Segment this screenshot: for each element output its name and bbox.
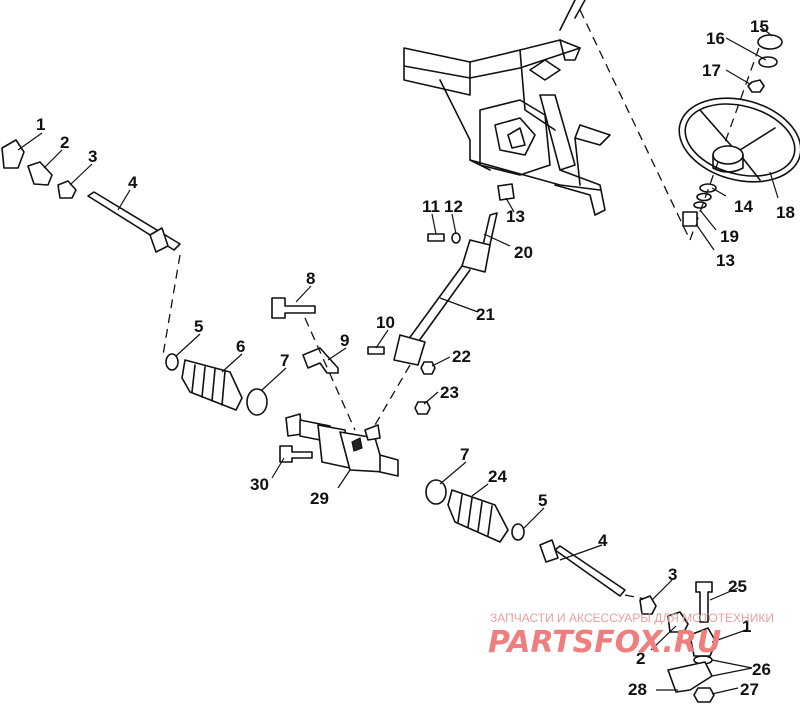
part-10-bolt xyxy=(367,346,385,355)
part-13-bushing-right xyxy=(682,211,698,227)
watermark-logo: PARTSFOX.RU xyxy=(488,625,721,660)
callout-24: 24 xyxy=(488,467,507,486)
callout-20: 20 xyxy=(514,243,533,262)
callout-10: 10 xyxy=(376,313,395,332)
callout-26: 26 xyxy=(752,660,771,679)
callout-17: 17 xyxy=(702,61,721,80)
callout-7-right: 7 xyxy=(460,445,469,464)
part-1-tie-rod-end-left xyxy=(1,139,25,169)
callout-4-right: 4 xyxy=(598,531,608,550)
callout-4: 4 xyxy=(128,173,138,192)
callout-6: 6 xyxy=(236,337,245,356)
part-11-bolt xyxy=(427,233,445,242)
part-17-nut xyxy=(747,79,765,93)
callout-7: 7 xyxy=(280,351,289,370)
steering-shaft xyxy=(393,212,498,366)
callout-16: 16 xyxy=(706,29,725,48)
part-5-clamp-left xyxy=(165,353,179,371)
part-9-clamp xyxy=(302,347,339,374)
steering-wheel xyxy=(678,97,800,183)
part-12-washer xyxy=(451,232,461,244)
part-5-clamp-right xyxy=(511,523,525,541)
callout-28: 28 xyxy=(628,680,647,699)
callout-27: 27 xyxy=(740,680,759,699)
part-6-boot-left xyxy=(181,359,243,411)
part-7-clamp-right xyxy=(425,479,447,505)
part-4-tie-rod-left xyxy=(87,191,181,253)
callout-9: 9 xyxy=(340,331,349,350)
callout-1-right: 1 xyxy=(742,617,751,636)
callout-8: 8 xyxy=(306,269,315,288)
part-2-jam-nut-left xyxy=(27,161,53,186)
callout-15: 15 xyxy=(750,17,769,36)
part-22-nut xyxy=(420,361,436,375)
callout-5: 5 xyxy=(194,317,203,336)
part-1-tie-rod-end-right xyxy=(689,627,717,657)
callout-2-right: 2 xyxy=(636,649,645,668)
callout-5-right: 5 xyxy=(538,491,547,510)
callout-18: 18 xyxy=(776,203,795,222)
callout-30: 30 xyxy=(250,475,269,494)
part-28-bracket xyxy=(667,661,713,693)
callout-23: 23 xyxy=(440,383,459,402)
part-2-jam-nut-right xyxy=(667,611,689,633)
callout-14: 14 xyxy=(734,197,753,216)
frame-assembly xyxy=(403,0,761,241)
part-4-tie-rod-right xyxy=(539,539,626,597)
part-23-nut xyxy=(414,401,431,415)
part-24-boot-right xyxy=(447,489,509,543)
callout-1: 1 xyxy=(36,115,45,134)
part-13-bushing-top xyxy=(497,183,515,201)
callout-22: 22 xyxy=(452,347,471,366)
callout-2: 2 xyxy=(60,133,69,152)
callout-11: 11 xyxy=(422,197,440,216)
callout-19: 19 xyxy=(720,227,739,246)
callout-13-right: 13 xyxy=(716,251,735,270)
callout-3: 3 xyxy=(88,147,97,166)
part-7-clamp-left xyxy=(246,388,268,416)
part-8-bolt xyxy=(271,297,316,319)
part-27-nut xyxy=(693,687,715,703)
part-15-cap xyxy=(757,34,783,50)
part-16-emblem xyxy=(758,56,778,68)
leader-lines xyxy=(17,25,779,695)
callout-29: 29 xyxy=(310,489,329,508)
watermark-tagline: ЗАПЧАСТИ И АКСЕССУАРЫ ДЛЯ МОТОТЕХНИКИ xyxy=(490,611,774,625)
callout-13: 13 xyxy=(506,207,525,226)
callout-21: 21 xyxy=(476,305,495,324)
part-3-nut-right xyxy=(639,595,657,615)
part-25-bolt xyxy=(695,581,713,623)
part-29-steering-rack xyxy=(285,413,399,477)
callout-3-right: 3 xyxy=(668,565,677,584)
part-3-nut-left xyxy=(57,180,77,199)
callout-12: 12 xyxy=(444,197,463,216)
callout-25: 25 xyxy=(728,577,747,596)
part-30-bolt xyxy=(279,445,313,463)
part-14-washers xyxy=(699,183,717,193)
